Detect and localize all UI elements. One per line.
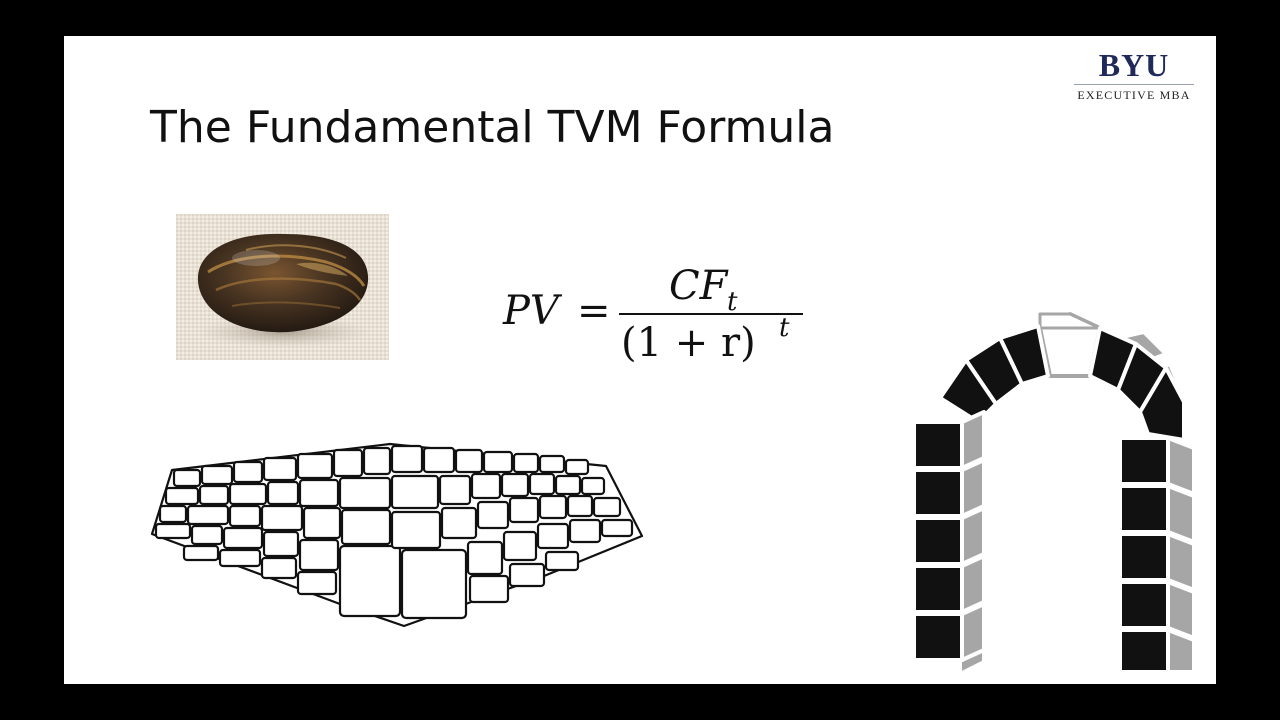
- stone-arch-diagram: [912, 312, 1196, 674]
- stone-photo: [176, 214, 389, 360]
- formula-denominator: (1 + r): [621, 320, 756, 364]
- wall-left-face: [154, 446, 402, 618]
- slide-title: The Fundamental TVM Formula: [150, 102, 835, 153]
- tvm-formula: PV = CF t (1 + r) t: [502, 263, 803, 364]
- logo-divider: [1074, 84, 1194, 85]
- formula-lhs: PV: [502, 288, 563, 334]
- formula-equals: =: [577, 288, 611, 334]
- logo-tagline: EXECUTIVE MBA: [1077, 88, 1191, 102]
- slide: BYU EXECUTIVE MBA The Fundamental TVM Fo…: [64, 36, 1216, 684]
- formula-denominator-exponent: t: [779, 313, 790, 343]
- logo-wordmark: BYU: [1098, 47, 1170, 83]
- formula-numerator-subscript: t: [727, 287, 738, 317]
- stone-wall-drawing: [150, 442, 644, 628]
- wall-right-face: [390, 444, 634, 620]
- byu-logo: BYU EXECUTIVE MBA: [1068, 48, 1200, 103]
- formula-numerator: CF: [669, 263, 729, 309]
